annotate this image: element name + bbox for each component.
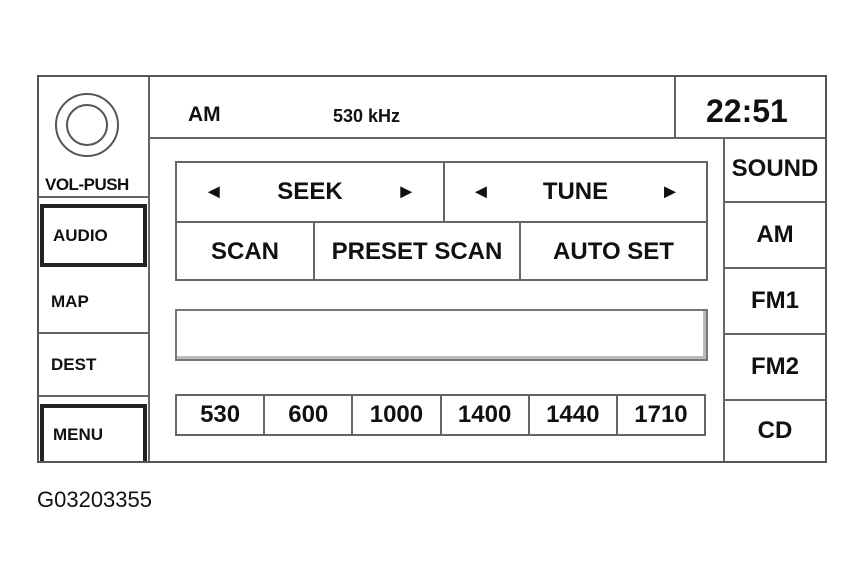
radio-display: VOL-PUSH AUDIO MAP DEST MENU AM 530 kHz … xyxy=(37,75,827,463)
preset-button-1[interactable]: 530 xyxy=(200,401,241,428)
seek-label: SEEK xyxy=(277,178,343,205)
fm2-button[interactable]: FM2 xyxy=(725,335,825,401)
status-bar: AM 530 kHz 22:51 xyxy=(150,77,825,139)
auto-set-button[interactable]: AUTO SET xyxy=(519,223,706,281)
sound-button[interactable]: SOUND xyxy=(725,137,825,203)
right-button-column: SOUND AM FM1 FM2 CD xyxy=(723,137,825,461)
figure-id: G03203355 xyxy=(37,487,152,512)
am-button[interactable]: AM xyxy=(725,203,825,269)
preset-button-5[interactable]: 1440 xyxy=(527,396,616,434)
band-indicator: AM xyxy=(188,103,221,126)
preset-button-6[interactable]: 1710 xyxy=(615,396,704,434)
tune-button[interactable]: ◄ TUNE ► xyxy=(443,163,706,221)
tune-down-icon[interactable]: ◄ xyxy=(471,180,491,203)
tune-up-icon[interactable]: ► xyxy=(660,180,680,203)
preset-row: 530 600 1000 1400 1440 1710 xyxy=(175,394,706,436)
preset-button-2[interactable]: 600 xyxy=(263,396,351,434)
volume-knob-label: VOL-PUSH xyxy=(45,175,129,194)
seek-button[interactable]: ◄ SEEK ► xyxy=(177,163,443,221)
clock-cell: 22:51 xyxy=(674,77,825,137)
dest-button[interactable]: DEST xyxy=(39,334,148,397)
audio-button[interactable]: AUDIO xyxy=(40,204,147,267)
preset-button-3[interactable]: 1000 xyxy=(351,396,439,434)
left-button-column: VOL-PUSH AUDIO MAP DEST MENU xyxy=(39,77,150,461)
scan-button[interactable]: SCAN xyxy=(210,238,279,265)
cd-button[interactable]: CD xyxy=(757,417,793,444)
clock: 22:51 xyxy=(706,93,788,129)
knob-icon xyxy=(55,93,119,157)
fm1-button[interactable]: FM1 xyxy=(725,269,825,335)
tuner-controls: ◄ SEEK ► ◄ TUNE ► SCAN PRESET SCAN AUTO … xyxy=(175,161,708,281)
seek-up-icon[interactable]: ► xyxy=(396,180,417,203)
preset-scan-button[interactable]: PRESET SCAN xyxy=(313,223,519,281)
menu-button[interactable]: MENU xyxy=(40,404,147,461)
message-bar xyxy=(175,309,708,361)
tune-label: TUNE xyxy=(542,178,609,205)
preset-button-4[interactable]: 1400 xyxy=(439,396,528,434)
volume-knob[interactable]: VOL-PUSH xyxy=(39,77,148,198)
seek-down-icon[interactable]: ◄ xyxy=(203,180,224,203)
frequency-readout: 530 kHz xyxy=(333,106,401,126)
map-button[interactable]: MAP xyxy=(39,271,148,334)
